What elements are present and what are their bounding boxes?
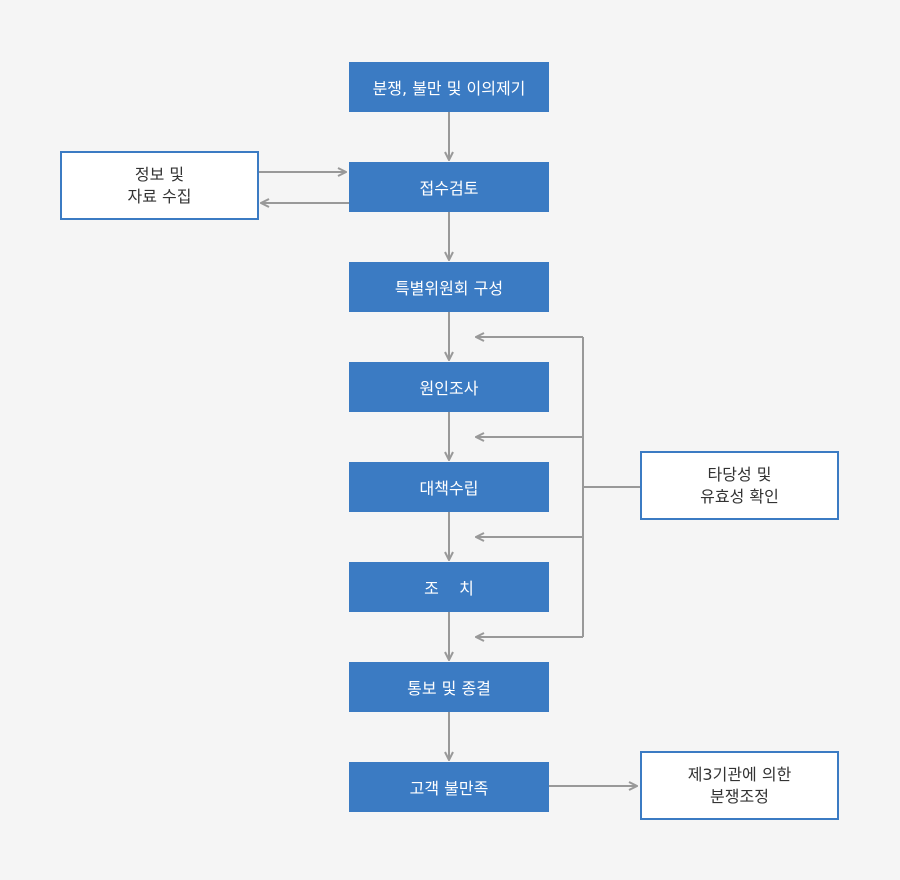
side-box-line: 타당성 및 [707,464,772,484]
side-box-line: 정보 및 [134,164,185,184]
step-label: 접수검토 [419,179,479,198]
side-box-line: 자료 수집 [127,186,192,206]
side-box-line: 유효성 확인 [700,486,779,506]
step-dispute-complaint: 분쟁, 불만 및 이의제기 [349,62,549,112]
step-notify-close: 통보 및 종결 [349,662,549,712]
step-special-committee: 특별위원회 구성 [349,262,549,312]
step-label: 원인조사 [419,379,479,398]
step-label: 조 치 [424,579,474,598]
step-label: 고객 불만족 [409,779,489,798]
step-label: 분쟁, 불만 및 이의제기 [372,79,526,98]
step-label: 특별위원회 구성 [394,279,504,298]
side-box-third-party-mediation: 제3기관에 의한 분쟁조정 [640,751,839,820]
side-box-line: 제3기관에 의한 [687,764,792,784]
step-label: 통보 및 종결 [407,679,491,698]
step-action: 조 치 [349,562,549,612]
step-label: 대책수립 [419,479,479,498]
side-box-info-collection: 정보 및 자료 수집 [60,151,259,220]
step-customer-dissatisfaction: 고객 불만족 [349,762,549,812]
side-box-line: 분쟁조정 [710,786,769,806]
side-box-validity-check: 타당성 및 유효성 확인 [640,451,839,520]
step-cause-investigation: 원인조사 [349,362,549,412]
step-intake-review: 접수검토 [349,162,549,212]
step-countermeasure: 대책수립 [349,462,549,512]
